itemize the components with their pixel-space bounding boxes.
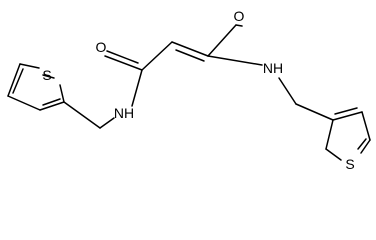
- bond: [325, 148, 342, 161]
- bond: [360, 139, 371, 154]
- atom-nh-right: NH: [263, 60, 283, 76]
- right-thiophene-ring: [325, 107, 371, 161]
- bond: [63, 101, 101, 129]
- bond: [295, 103, 334, 121]
- atom-o-right: O: [234, 8, 245, 24]
- bond: [99, 117, 115, 129]
- atom-label: NH: [263, 60, 283, 76]
- bond: [106, 50, 139, 64]
- bond: [104, 55, 143, 71]
- bond: [42, 98, 61, 106]
- bond: [332, 111, 363, 121]
- bond: [207, 24, 237, 57]
- atom-label: S: [345, 156, 354, 172]
- bond: [141, 41, 173, 71]
- atom-o-left: O: [96, 39, 107, 55]
- bond: [278, 77, 297, 105]
- bond: [325, 119, 334, 150]
- bond: [171, 41, 209, 57]
- atom-s-left: S: [42, 67, 51, 83]
- bond: [334, 107, 358, 115]
- bond: [39, 101, 65, 111]
- atom-label: O: [96, 39, 107, 55]
- bond: [131, 69, 143, 107]
- bond: [7, 95, 41, 111]
- left-thiophene-ring: [7, 63, 65, 111]
- bond: [59, 84, 65, 103]
- atom-nh-left: NH: [114, 105, 134, 121]
- bond: [175, 49, 205, 62]
- bond: [357, 138, 367, 150]
- bond: [361, 111, 371, 141]
- atom-label: NH: [114, 105, 134, 121]
- chemical-structure: O O NH NH S S: [7, 8, 371, 172]
- bond: [42, 74, 55, 79]
- atom-label: S: [42, 67, 51, 83]
- bond: [12, 68, 24, 94]
- bond: [235, 24, 243, 27]
- atom-s-right: S: [345, 156, 354, 172]
- bond: [207, 55, 263, 66]
- bond: [19, 63, 40, 69]
- atom-label: O: [234, 8, 245, 24]
- bond: [7, 63, 21, 97]
